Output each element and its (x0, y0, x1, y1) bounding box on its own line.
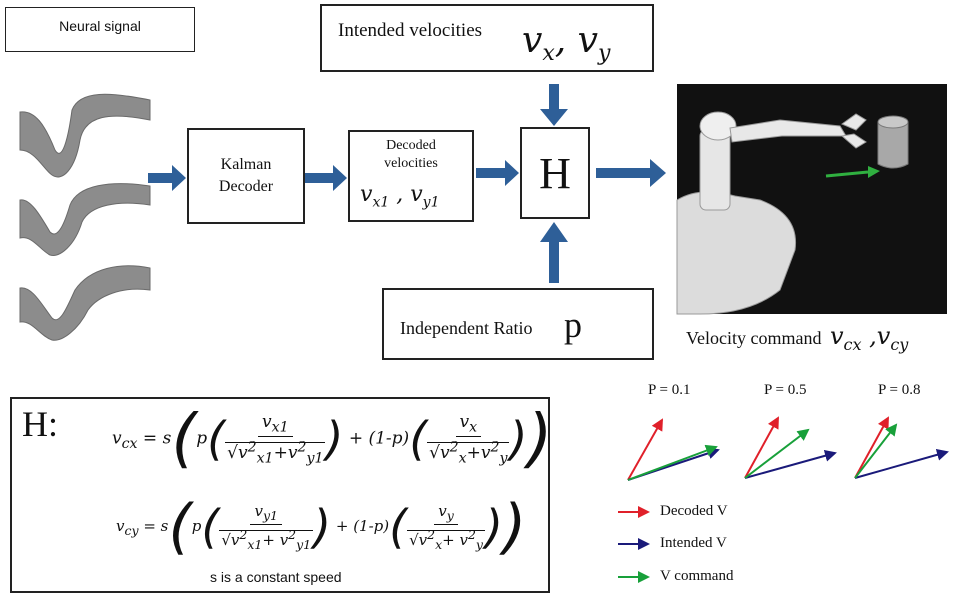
arrow-h-to-robot (596, 159, 666, 187)
arrow-signal-to-kalman (148, 165, 186, 191)
legend-arrows (618, 506, 650, 583)
waveform-3 (19, 265, 151, 341)
velocity-command-caption: Velocity command vcx ,vcy (686, 322, 909, 354)
equations-title: H: (22, 404, 58, 444)
kalman-label-2: Decoder (218, 178, 274, 195)
vector-panel-3-label: P = 0.8 (878, 382, 921, 398)
h-label: H (539, 148, 571, 198)
intended-velocities-box: Intended velocities vx, vy (320, 4, 654, 72)
arrow-decoded-to-h (476, 160, 519, 186)
vector-panel-2-label: P = 0.5 (764, 382, 807, 398)
intended-velocities-formula: vx, vy (522, 20, 611, 67)
vector-panel-1-label: P = 0.1 (648, 382, 691, 398)
vector-panel-2 (744, 416, 837, 479)
independent-ratio-symbol: p (564, 305, 582, 345)
equation-vcx: vcx = s(p(vx1√v2x1+v2y1) + (1-p)(vx√v2x+… (112, 402, 553, 476)
independent-ratio-label: Independent Ratio (400, 318, 533, 338)
legend-intended-label: Intended V (660, 535, 727, 551)
decoded-velocities-box: Decoded velocities vx1 , vy1 (348, 130, 474, 222)
equation-vcy: vcy = s(p(vy1√v2x1+ v2y1) + (1-p)(vy√v2x… (116, 492, 527, 562)
neural-signal-label: Neural signal (59, 17, 141, 34)
neural-waveforms (19, 93, 151, 341)
arrow-intended-to-h (540, 84, 568, 126)
kalman-decoder-box: Kalman Decoder (187, 128, 305, 224)
independent-ratio-box: Independent Ratio p (382, 288, 654, 360)
velocity-command-label: Velocity command (686, 328, 822, 348)
neural-signal-box: Neural signal (5, 7, 195, 52)
h-block: H (520, 127, 590, 219)
decoded-label-2: velocities (384, 156, 438, 171)
arrow-ratio-to-h (540, 222, 568, 283)
kalman-label-1: Kalman (220, 156, 272, 173)
intended-velocities-label: Intended velocities (338, 20, 483, 41)
vector-panel-3 (854, 416, 949, 479)
arrow-kalman-to-decoded (305, 165, 347, 191)
legend-decoded-label: Decoded V (660, 503, 728, 519)
decoded-label-1: Decoded (386, 138, 436, 153)
flow-arrows (148, 84, 666, 283)
vector-panel-1 (627, 418, 720, 481)
robot-arm-image (676, 84, 947, 315)
equations-footer: s is a constant speed (210, 569, 342, 585)
waveform-2 (19, 183, 151, 256)
waveform-1 (19, 93, 151, 178)
legend-command-label: V command (660, 568, 734, 584)
equations-box: H: vcx = s(p(vx1√v2x1+v2y1) + (1-p)(vx√v… (10, 397, 553, 593)
decoded-formula: vx1 , vy1 (360, 182, 440, 211)
